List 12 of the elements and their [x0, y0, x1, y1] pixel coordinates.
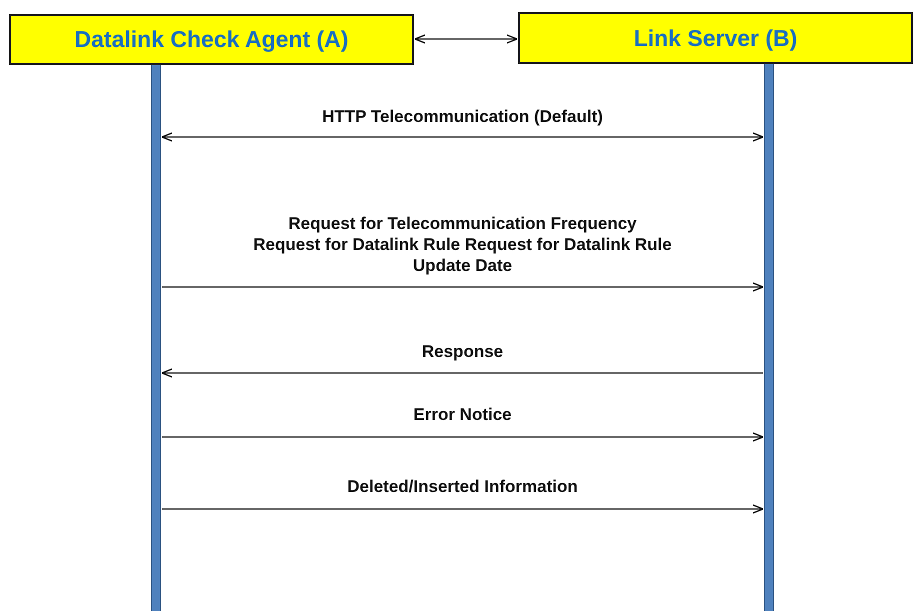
message-arrow — [162, 282, 764, 292]
participant-box — [518, 12, 913, 64]
message-arrow — [161, 368, 763, 378]
lifeline-bar — [151, 65, 161, 611]
message-arrow — [162, 504, 764, 514]
participant-name: Link Server (B) — [634, 24, 798, 52]
lifeline-bar — [764, 64, 774, 611]
message-arrow — [162, 432, 764, 442]
participant-box — [9, 14, 414, 65]
participant-name: Datalink Check Agent (A) — [74, 26, 348, 53]
message-arrow — [161, 132, 764, 142]
message-arrow — [414, 34, 518, 44]
